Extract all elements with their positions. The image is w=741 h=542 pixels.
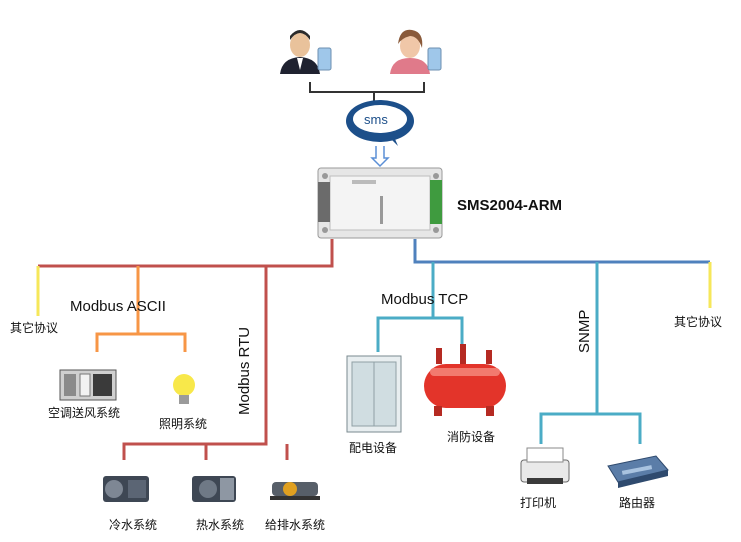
hot-water-label: 热水系统 bbox=[196, 518, 245, 532]
cyan-lines bbox=[376, 262, 642, 444]
modbus-ascii-label: Modbus ASCII bbox=[70, 298, 166, 315]
other-protocol-left-label: 其它协议 bbox=[10, 321, 59, 335]
fire-equipment-label: 消防设备 bbox=[447, 430, 496, 444]
light-bulb-icon bbox=[173, 374, 195, 404]
ac-unit-icon bbox=[59, 369, 117, 401]
user-icon-male bbox=[280, 30, 332, 74]
red-bus-lines bbox=[38, 239, 334, 460]
lighting-system-label: 照明系统 bbox=[159, 417, 208, 431]
power-cabinet-icon bbox=[346, 355, 402, 433]
router-label: 路由器 bbox=[619, 496, 656, 510]
other-protocol-right-label: 其它协议 bbox=[674, 315, 723, 329]
chiller-icon bbox=[103, 476, 149, 502]
user-icon-female bbox=[390, 29, 442, 74]
printer-icon bbox=[520, 447, 570, 484]
blue-bus-lines bbox=[413, 239, 710, 264]
orange-ascii-lines bbox=[95, 266, 187, 352]
sms-bubble-icon bbox=[346, 100, 414, 146]
pump-icon bbox=[270, 482, 320, 500]
fire-tank-icon bbox=[424, 344, 506, 416]
water-supply-label: 给排水系统 bbox=[265, 518, 326, 532]
device-model-label: SMS2004-ARM bbox=[457, 197, 563, 214]
bracket-line bbox=[309, 82, 425, 102]
modbus-tcp-label: Modbus TCP bbox=[381, 291, 469, 308]
snmp-label: SNMP bbox=[576, 309, 593, 353]
chilled-water-label: 冷水系统 bbox=[109, 518, 158, 532]
ac-system-label: 空调送风系统 bbox=[48, 406, 121, 420]
printer-label: 打印机 bbox=[520, 496, 557, 510]
modbus-rtu-label: Modbus RTU bbox=[236, 326, 253, 415]
down-arrow-icon bbox=[370, 146, 390, 168]
hot-water-unit-icon bbox=[192, 476, 236, 502]
power-equipment-label: 配电设备 bbox=[349, 441, 398, 455]
gateway-device-icon bbox=[317, 167, 443, 239]
sms-bubble-text: sms bbox=[364, 112, 388, 127]
router-icon bbox=[607, 455, 669, 488]
